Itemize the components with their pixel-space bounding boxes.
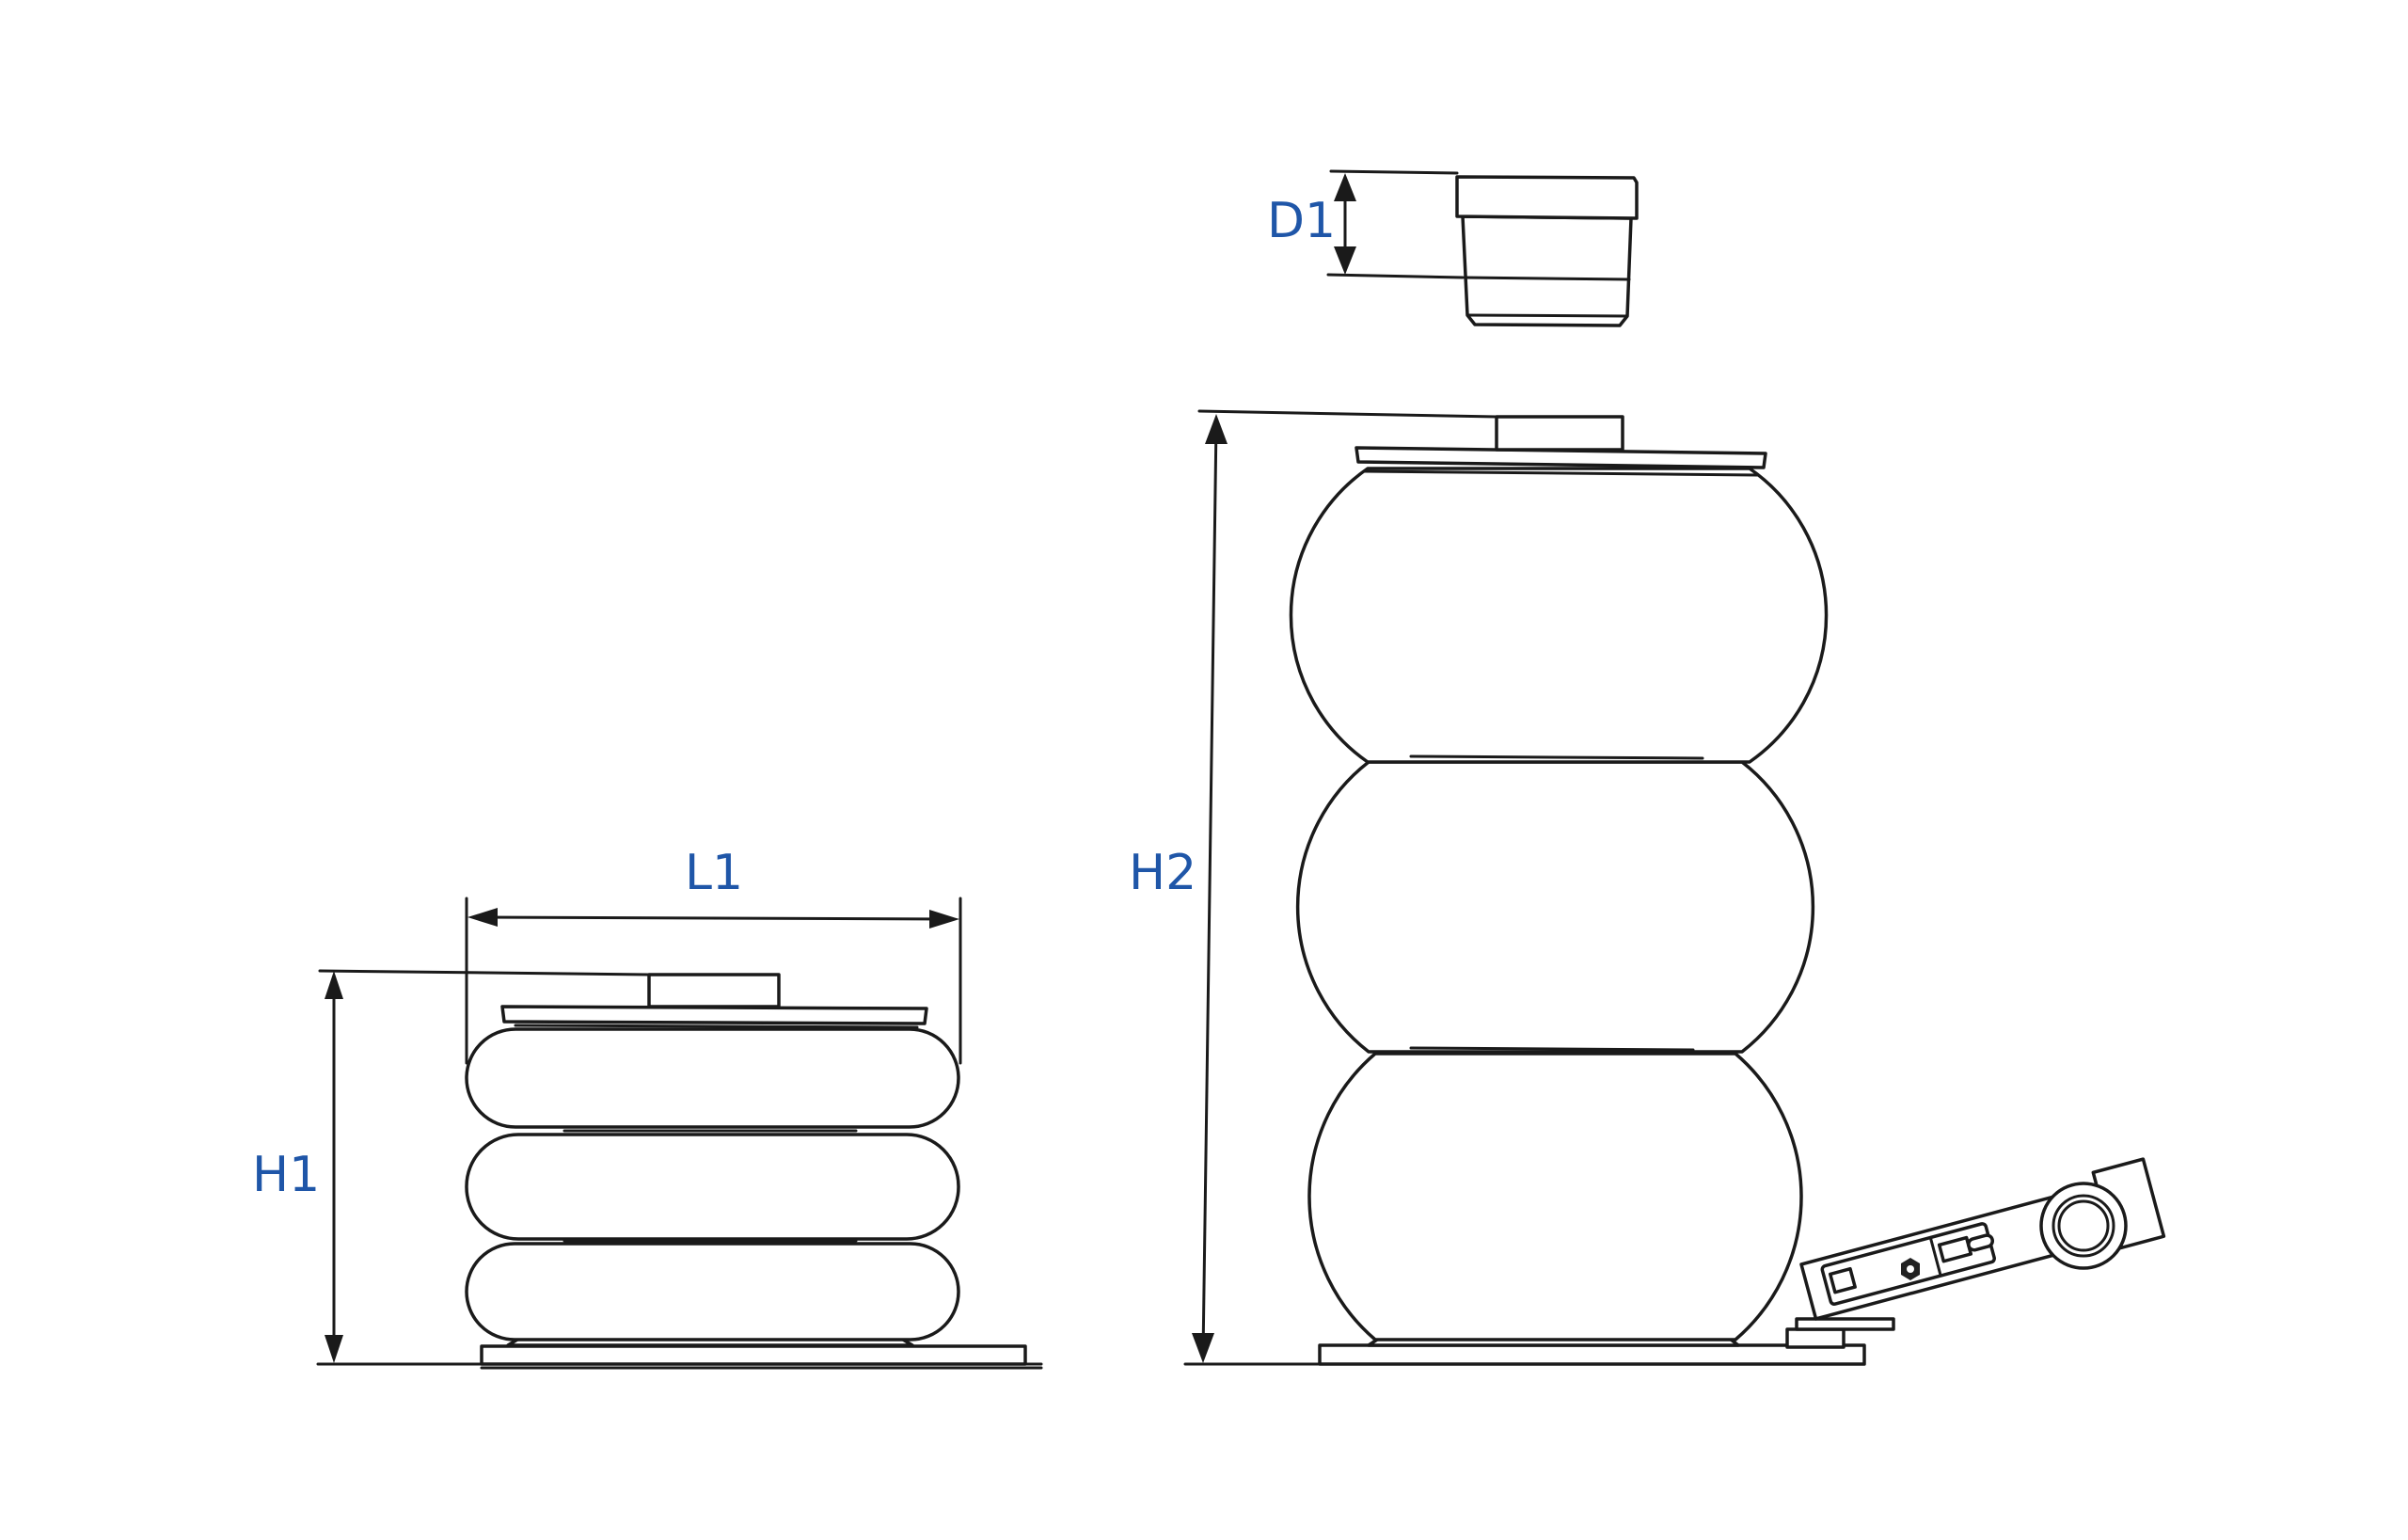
- pump-base-plate: [1795, 1317, 1895, 1331]
- collapsed-jack: H1 L1: [252, 845, 1043, 1370]
- pump-base-step: [1785, 1327, 1846, 1349]
- bellow-sphere-2: [1295, 760, 1815, 1054]
- valve-clip: [1828, 1266, 1857, 1294]
- ring-separator: [1409, 1046, 1695, 1052]
- top-plate-underline: [1362, 469, 1759, 477]
- l1-arrow-right: [929, 910, 959, 929]
- h2-arrow-bottom: [1192, 1333, 1214, 1363]
- h1-label: H1: [252, 1147, 320, 1203]
- top-plate-underline: [514, 1024, 919, 1029]
- saddle-chamfer: [1465, 313, 1629, 318]
- top-plate-left: [500, 1005, 928, 1025]
- l1-label: L1: [685, 845, 743, 901]
- saddle-groove: [1463, 276, 1631, 281]
- saddle-block-right: [1495, 415, 1624, 452]
- l1-arrow-left: [467, 908, 498, 927]
- h2-dimension-line: [1201, 421, 1218, 1357]
- h2-arrow-top: [1205, 414, 1228, 444]
- d1-arrow-bottom: [1334, 246, 1356, 275]
- h1-extension-line: [318, 969, 651, 976]
- bellow-ring-2: [465, 1133, 960, 1241]
- valve-divider: [1928, 1235, 1942, 1278]
- h1-arrow-bottom: [325, 1335, 343, 1363]
- saddle-detail: D1: [1267, 169, 1639, 327]
- bellow-ring-1: [465, 1027, 960, 1129]
- saddle-block-left: [647, 973, 781, 1008]
- h1-arrow-top: [325, 971, 343, 999]
- base-plate-left: [480, 1344, 1027, 1366]
- d1-label: D1: [1267, 193, 1336, 249]
- handle-socket-ring: [2052, 1194, 2115, 1258]
- ring-separator: [1409, 754, 1704, 760]
- bellow-ring-3: [465, 1242, 960, 1342]
- saddle-cap: [1455, 175, 1639, 220]
- valve-pin: [1967, 1233, 1995, 1252]
- d1-arrow-top: [1334, 173, 1356, 201]
- hex-nut-hole: [1907, 1265, 1914, 1273]
- bellow-sphere-3: [1307, 1052, 1803, 1342]
- d1-extension-bottom: [1326, 273, 1465, 279]
- d1-extension-top: [1329, 169, 1459, 175]
- saddle-body: [1461, 214, 1633, 327]
- top-plate-right: [1354, 446, 1767, 469]
- foot-pump-handle: [1785, 1157, 2166, 1349]
- extended-jack: H2: [1129, 409, 1866, 1366]
- l1-dimension-line: [473, 915, 954, 921]
- h2-extension-line: [1197, 409, 1498, 419]
- base-plate-right: [1318, 1343, 1866, 1366]
- handle-socket-bore: [2057, 1199, 2110, 1252]
- h2-label: H2: [1129, 845, 1196, 901]
- bellow-sphere-1: [1289, 467, 1829, 764]
